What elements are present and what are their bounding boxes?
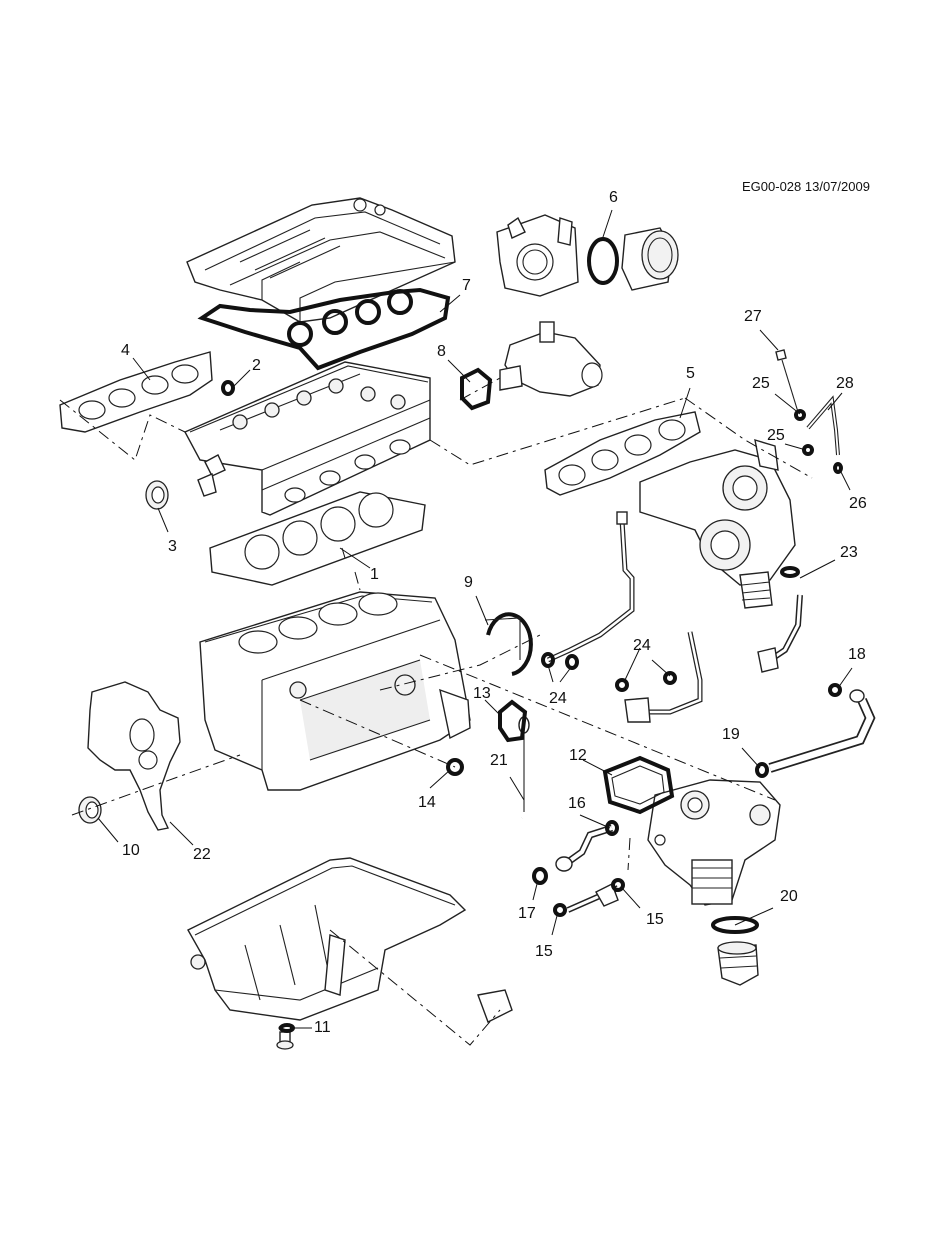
callout-15a: 15 (646, 911, 664, 928)
retaining-clips (221, 380, 843, 1033)
throttle-body (496, 214, 679, 297)
exhaust-manifold-gasket (544, 411, 701, 496)
callout-21: 21 (490, 752, 508, 769)
cam-cover-gasket (197, 287, 451, 371)
assembly-centerlines (59, 377, 813, 1046)
vacuum-hose (806, 395, 840, 456)
callout-25a: 25 (752, 375, 770, 392)
oil-pan (187, 857, 467, 1021)
dipstick-tube (477, 716, 530, 1023)
turbo-oil-return-line (624, 631, 703, 723)
callout-24b: 24 (549, 690, 567, 707)
intake-manifold-gasket (59, 351, 213, 433)
crankshaft-seal (78, 796, 102, 824)
callout-24a: 24 (633, 637, 651, 654)
callout-6: 6 (609, 189, 618, 206)
callout-7: 7 (462, 277, 471, 294)
callout-26: 26 (849, 495, 867, 512)
timing-cover-gasket (87, 681, 181, 831)
callout-15b: 15 (535, 943, 553, 960)
oil-filter-cap (711, 916, 759, 986)
callout-3: 3 (168, 538, 177, 555)
head-gasket (209, 491, 426, 586)
callout-23: 23 (840, 544, 858, 561)
callout-2: 2 (252, 357, 261, 374)
diagram-code: EG00-028 13/07/2009 (742, 179, 870, 194)
oil-cooler-gasket (602, 755, 675, 815)
callout-14: 14 (418, 794, 436, 811)
callout-1: 1 (370, 566, 379, 583)
callout-9: 9 (464, 574, 473, 591)
callout-leaders (97, 209, 853, 1029)
callout-8: 8 (437, 343, 446, 360)
callout-10: 10 (122, 842, 140, 859)
callout-22: 22 (193, 846, 211, 863)
camshaft-seal (145, 480, 169, 510)
callout-25b: 25 (767, 427, 785, 444)
callout-11: 11 (314, 1019, 331, 1036)
turbo-coolant-line (757, 594, 803, 673)
callout-20: 20 (780, 888, 798, 905)
callout-16: 16 (568, 795, 586, 812)
turbo-oil-feed-line (546, 511, 635, 663)
callout-18: 18 (848, 646, 866, 663)
callout-19: 19 (722, 726, 740, 743)
callout-17: 17 (518, 905, 536, 922)
oil-filter-housing (647, 779, 781, 906)
callout-5: 5 (686, 365, 695, 382)
oil-pipe-16 (555, 824, 614, 872)
thermostat-housing (460, 321, 603, 411)
callout-4: 4 (121, 342, 130, 359)
bolt-27 (775, 349, 799, 413)
turbocharger (639, 438, 796, 609)
coolant-pipe (768, 689, 876, 773)
oil-pipe-15 (566, 883, 620, 913)
callout-28: 28 (836, 375, 854, 392)
cylinder-head (184, 361, 431, 516)
cylinder-block (199, 591, 471, 791)
rear-main-seal (484, 612, 533, 676)
callout-12: 12 (569, 747, 587, 764)
callout-13: 13 (473, 685, 491, 702)
callout-27: 27 (744, 308, 762, 325)
